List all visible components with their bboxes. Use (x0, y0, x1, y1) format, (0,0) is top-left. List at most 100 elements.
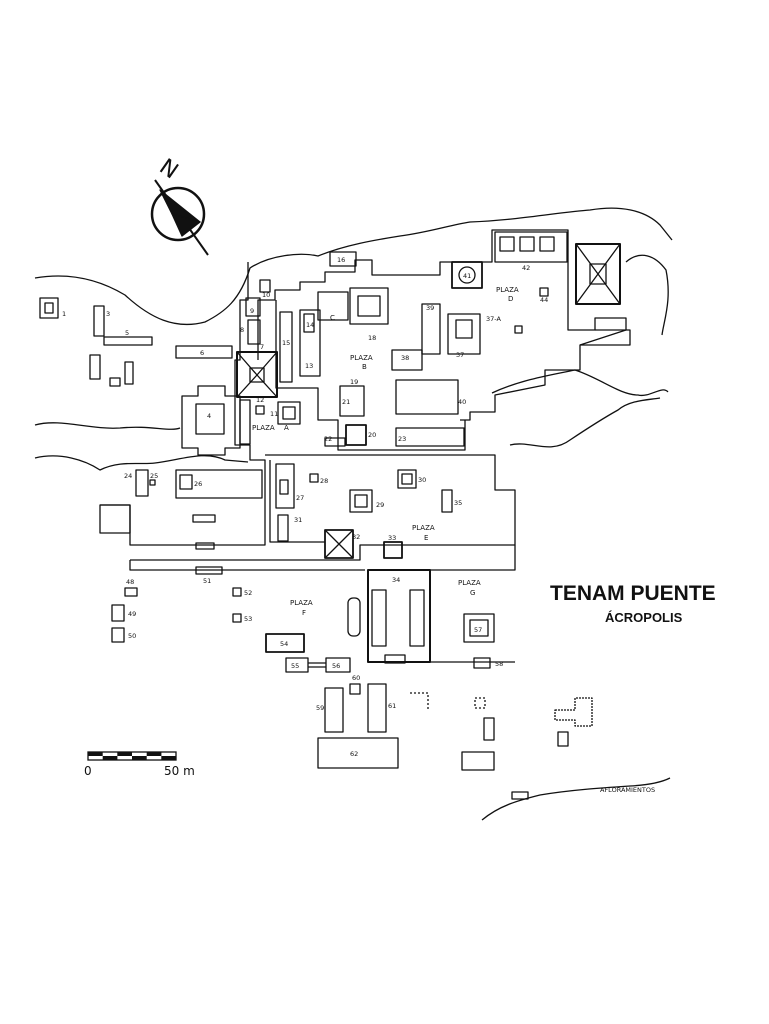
east-terrace-step (580, 329, 631, 346)
structure-11 (255, 405, 265, 415)
structure-label: 27 (296, 494, 304, 502)
structure-label: 49 (128, 610, 136, 618)
plaza-e-letter: E (424, 534, 428, 542)
structure-label: 37 (456, 351, 464, 359)
structure-e-a (192, 514, 216, 523)
structure-label: 1 (62, 310, 66, 318)
terrain-contour-outcrop (481, 777, 671, 821)
north-label: N (155, 154, 183, 184)
plaza-c-letter: C (330, 314, 335, 322)
structure-dashed-b (474, 697, 486, 709)
terrain-contour-west-low (34, 422, 181, 430)
structure-49 (111, 604, 125, 622)
structure-34-court-west (371, 589, 387, 647)
structure-west-a (89, 354, 101, 380)
plaza-e-wall-inner (269, 460, 325, 543)
structure-44 (539, 287, 549, 297)
structure-label: 29 (376, 501, 384, 509)
structure-label: 35 (454, 499, 462, 507)
scale-end-label: 50 m (164, 764, 195, 778)
structure-label: 5 (125, 329, 129, 337)
structure-42-room-2 (519, 236, 535, 252)
plaza-b-letter: B (362, 363, 367, 371)
structure-42 (494, 231, 568, 263)
structure-31 (277, 514, 289, 542)
structure-label: 11 (270, 410, 278, 418)
structure-50 (111, 627, 125, 643)
structure-label: 53 (244, 615, 252, 623)
structure-61 (367, 683, 387, 733)
structure-29-inner (354, 494, 368, 508)
structure-label: 56 (332, 662, 340, 670)
structure-label: 31 (294, 516, 302, 524)
structure-label: 58 (495, 660, 503, 668)
terrain-contour-west (34, 455, 249, 471)
north-arrow-tail (171, 213, 201, 237)
structure-label: 55 (291, 662, 299, 670)
structure-label: 22 (324, 435, 332, 443)
structure-7-top (249, 367, 265, 383)
acropolis-outline (100, 262, 266, 546)
structure-label: 60 (352, 674, 360, 682)
structure-41 (451, 261, 483, 289)
structure-55 (285, 657, 309, 673)
plaza-b-label: PLAZA (350, 354, 373, 362)
structure-51 (195, 566, 223, 575)
structure-40-group (395, 379, 459, 415)
structure-23 (395, 427, 465, 447)
structure-label: 40 (458, 398, 466, 406)
structure-24 (135, 469, 149, 497)
outcrop-label: AFLORAMIENTOS (600, 786, 655, 794)
structure-label: 21 (342, 398, 350, 406)
structure-label: 37-A (486, 315, 501, 323)
structure-55-56-link (308, 662, 326, 668)
structure-label: 38 (401, 354, 409, 362)
plaza-a-letter: A (284, 424, 289, 432)
structure-label: 16 (337, 256, 345, 264)
north-arrow-circle (150, 186, 206, 242)
structure-label: 62 (350, 750, 358, 758)
structure-34-entry (384, 654, 406, 664)
structure-43-top (589, 263, 607, 285)
structure-label: 4 (207, 412, 211, 420)
structure-label: 7 (260, 343, 264, 351)
structure-30 (397, 469, 417, 489)
structure-label: 30 (418, 476, 426, 484)
structure-37a (514, 325, 523, 334)
structure-58 (473, 657, 491, 669)
plaza-e-label: PLAZA (412, 524, 435, 532)
structure-number-labels: 1 3 4 5 6 7 8 9 10 11 12 13 14 15 16 18 … (62, 256, 548, 758)
plaza-e-wall (130, 454, 516, 561)
structure-13 (299, 309, 321, 377)
structure-label: 34 (392, 576, 400, 584)
structure-30-inner (401, 473, 413, 485)
structure-south-d (557, 731, 569, 747)
structure-14 (303, 313, 315, 333)
structure-label: 25 (150, 472, 158, 480)
structure-56 (325, 657, 351, 673)
structure-57-inner (469, 619, 489, 637)
terrain-contour-east (491, 369, 669, 397)
plaza-f-letter: F (302, 609, 306, 617)
structure-32-edges (324, 529, 354, 559)
structure-c (317, 291, 349, 321)
structure-29 (349, 489, 373, 513)
structure-60 (349, 683, 361, 695)
map-title: TENAM PUENTE (550, 582, 716, 605)
upper-terrace-wall (257, 229, 627, 421)
plaza-b-wall (275, 300, 466, 451)
structure-west-c (124, 361, 134, 385)
structure-33 (383, 541, 403, 559)
plaza-g-wall (430, 545, 516, 663)
structure-label: 26 (194, 480, 202, 488)
structure-41-mound (458, 266, 476, 284)
terrain-contour-north (34, 207, 673, 326)
plaza-labels: PLAZA A PLAZA B C PLAZA D PLAZA E PLAZA … (252, 286, 519, 617)
structure-27-inner (279, 479, 289, 495)
structure-label: 57 (474, 626, 482, 634)
structure-dashed-a (410, 692, 429, 710)
structure-6 (175, 345, 233, 359)
structure-32 (324, 529, 354, 559)
structure-label: 59 (316, 704, 324, 712)
structure-label: 33 (388, 534, 396, 542)
